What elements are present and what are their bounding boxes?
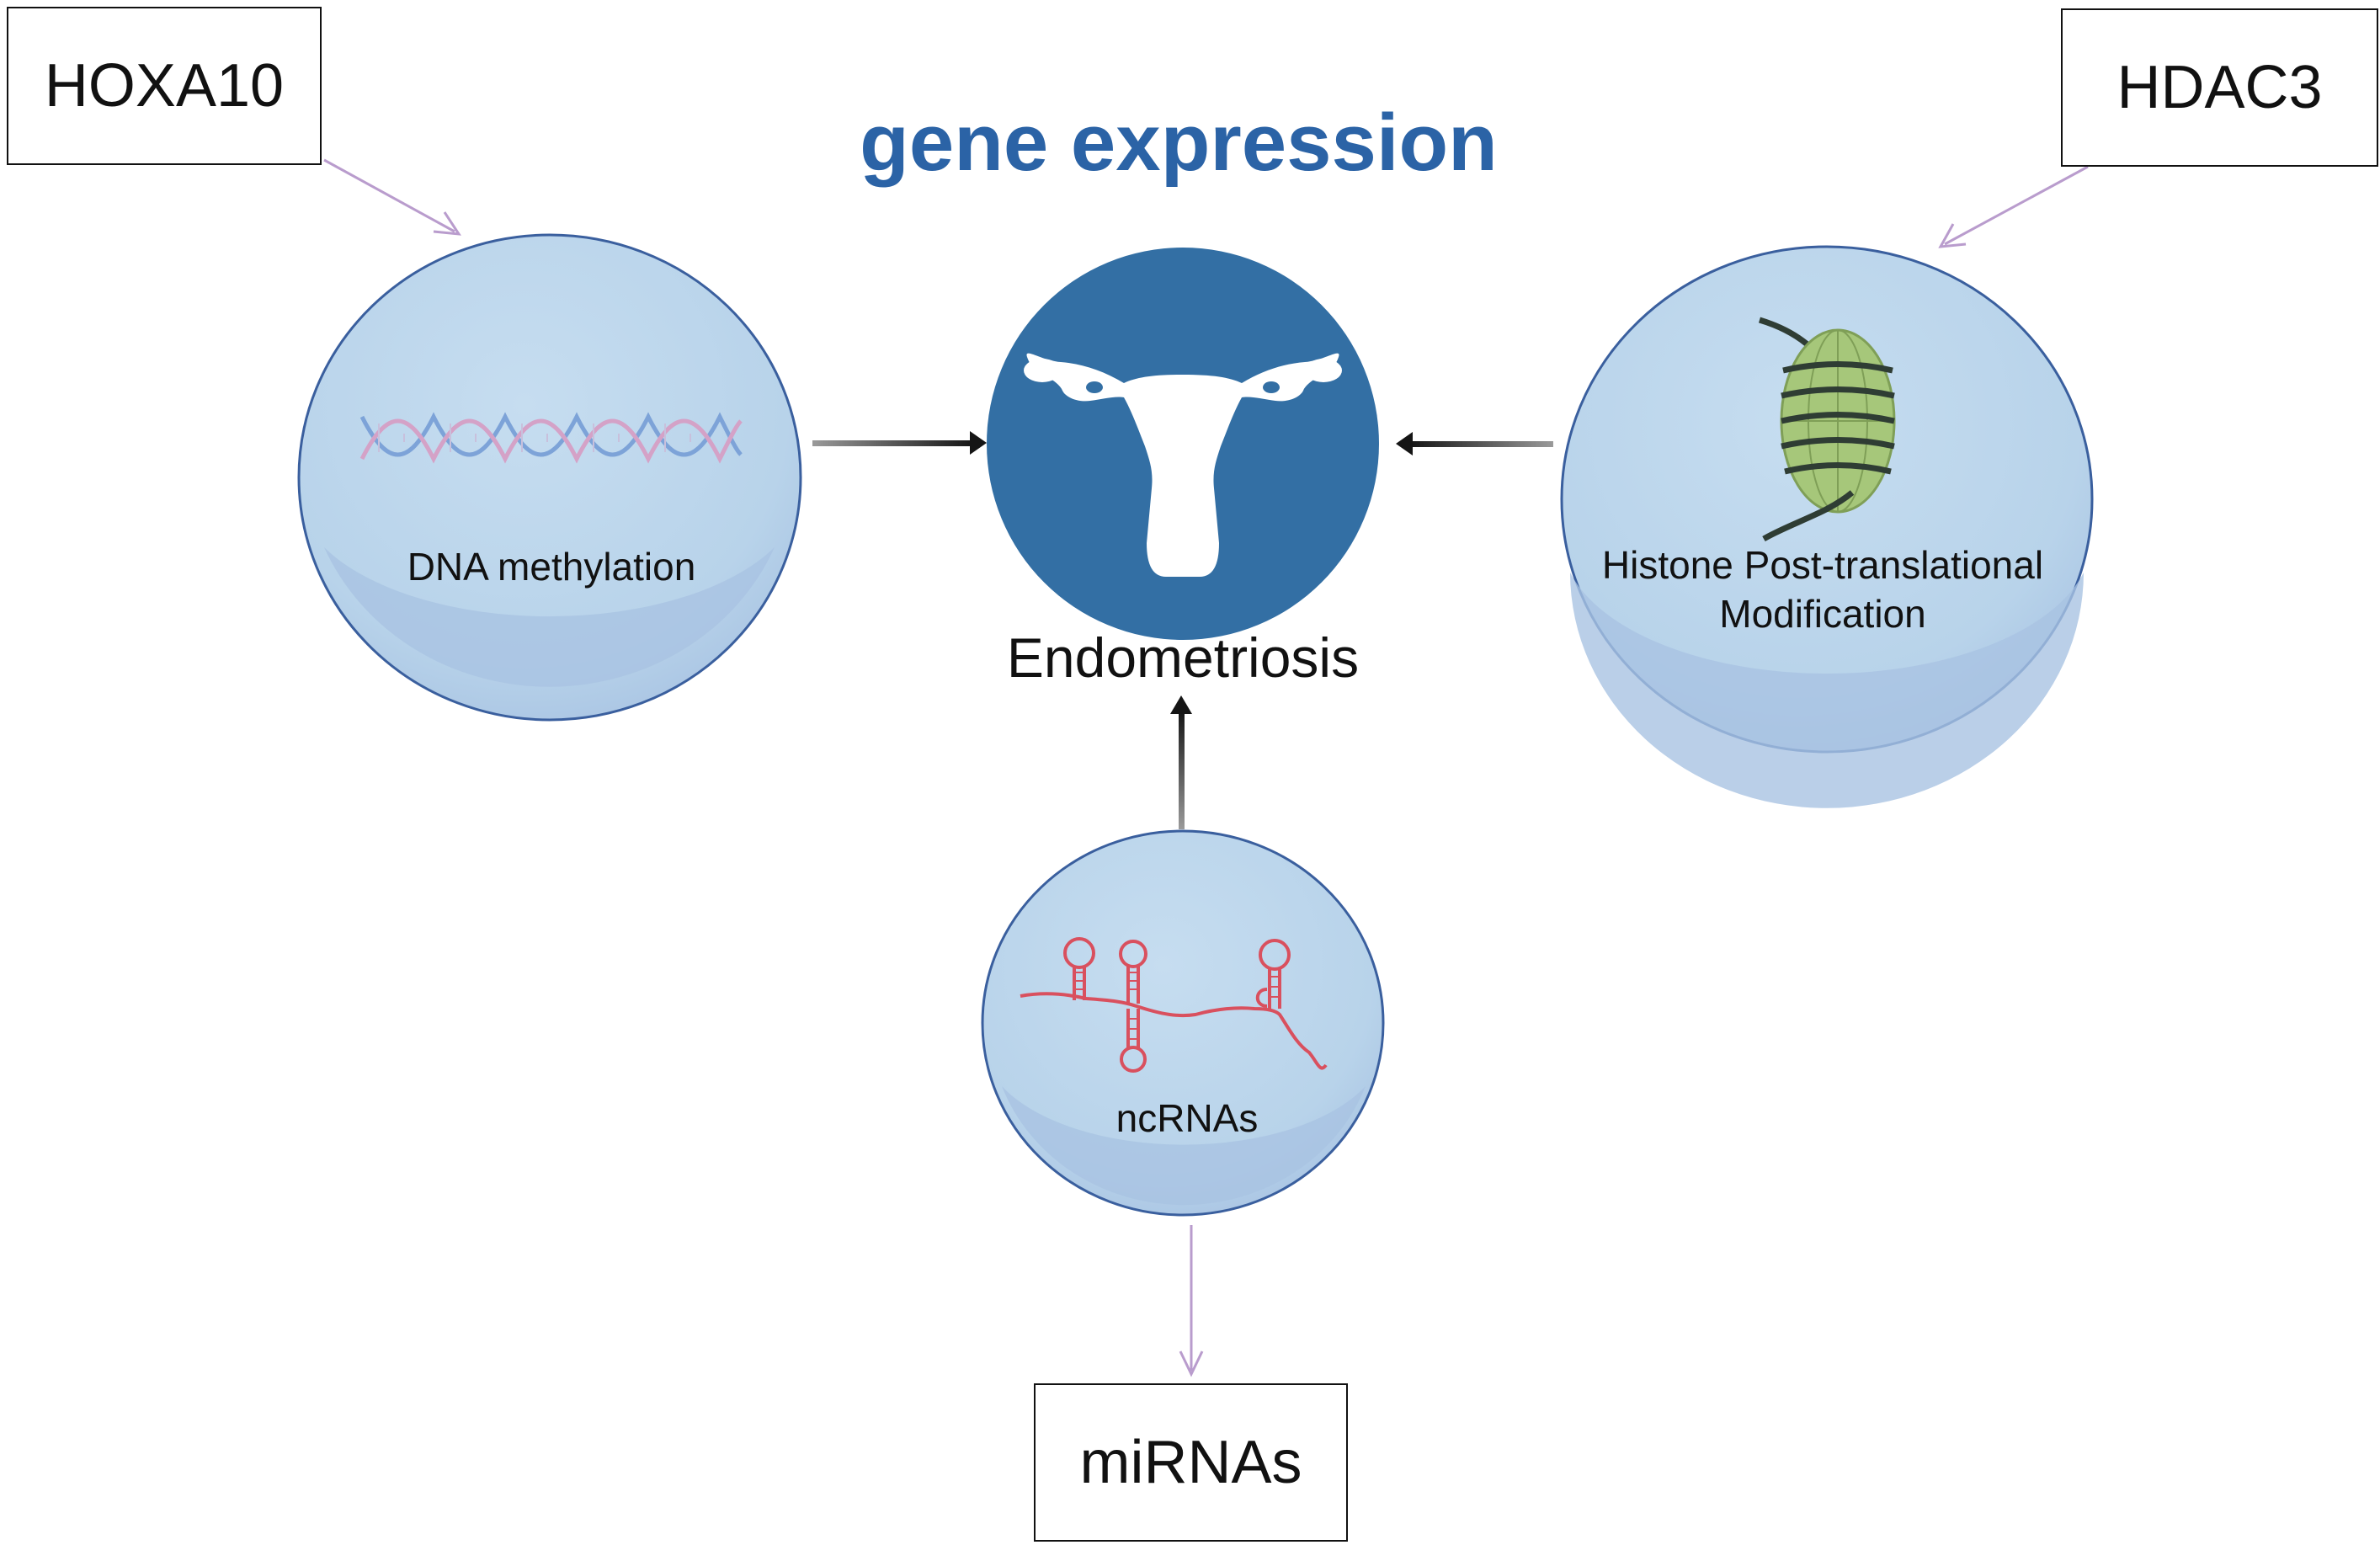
hdac3-box: HDAC3	[2061, 8, 2378, 167]
uterus-icon	[1024, 353, 1342, 577]
ncrnas-bubble	[981, 829, 1385, 1217]
hdac3-label: HDAC3	[2116, 54, 2323, 121]
arrow-dna-to-endometriosis	[812, 431, 987, 455]
arrow-histone-to-endometriosis	[1396, 432, 1553, 456]
rna-hairpin-icon	[1020, 937, 1328, 1073]
arrow-ncrnas-to-endometriosis	[1170, 695, 1192, 829]
ncrnas-label: ncRNAs	[1115, 1096, 1259, 1140]
nucleosome-icon	[1758, 317, 1896, 542]
dna-double-helix-icon	[359, 412, 743, 464]
arrow-ncrnas-to-mirnas	[1179, 1225, 1204, 1377]
histone-label-line2: Modification	[1719, 591, 1926, 636]
mirnas-box: miRNAs	[1034, 1383, 1348, 1542]
arrow-hoxa10-to-dna	[323, 158, 461, 236]
dna-methylation-bubble	[297, 233, 802, 722]
diagram-title: gene expression	[860, 98, 1498, 188]
mirnas-label: miRNAs	[1079, 1429, 1302, 1496]
arrow-hdac3-to-histone	[1938, 165, 2089, 248]
hoxa10-label: HOXA10	[44, 52, 285, 120]
histone-modification-label: Histone Post-translational Modification	[1557, 541, 2088, 638]
hoxa10-box: HOXA10	[7, 7, 322, 165]
histone-label-line1: Histone Post-translational	[1601, 543, 2044, 587]
endometriosis-label: Endometriosis	[1006, 626, 1360, 689]
dna-methylation-label: DNA methylation	[407, 545, 696, 589]
